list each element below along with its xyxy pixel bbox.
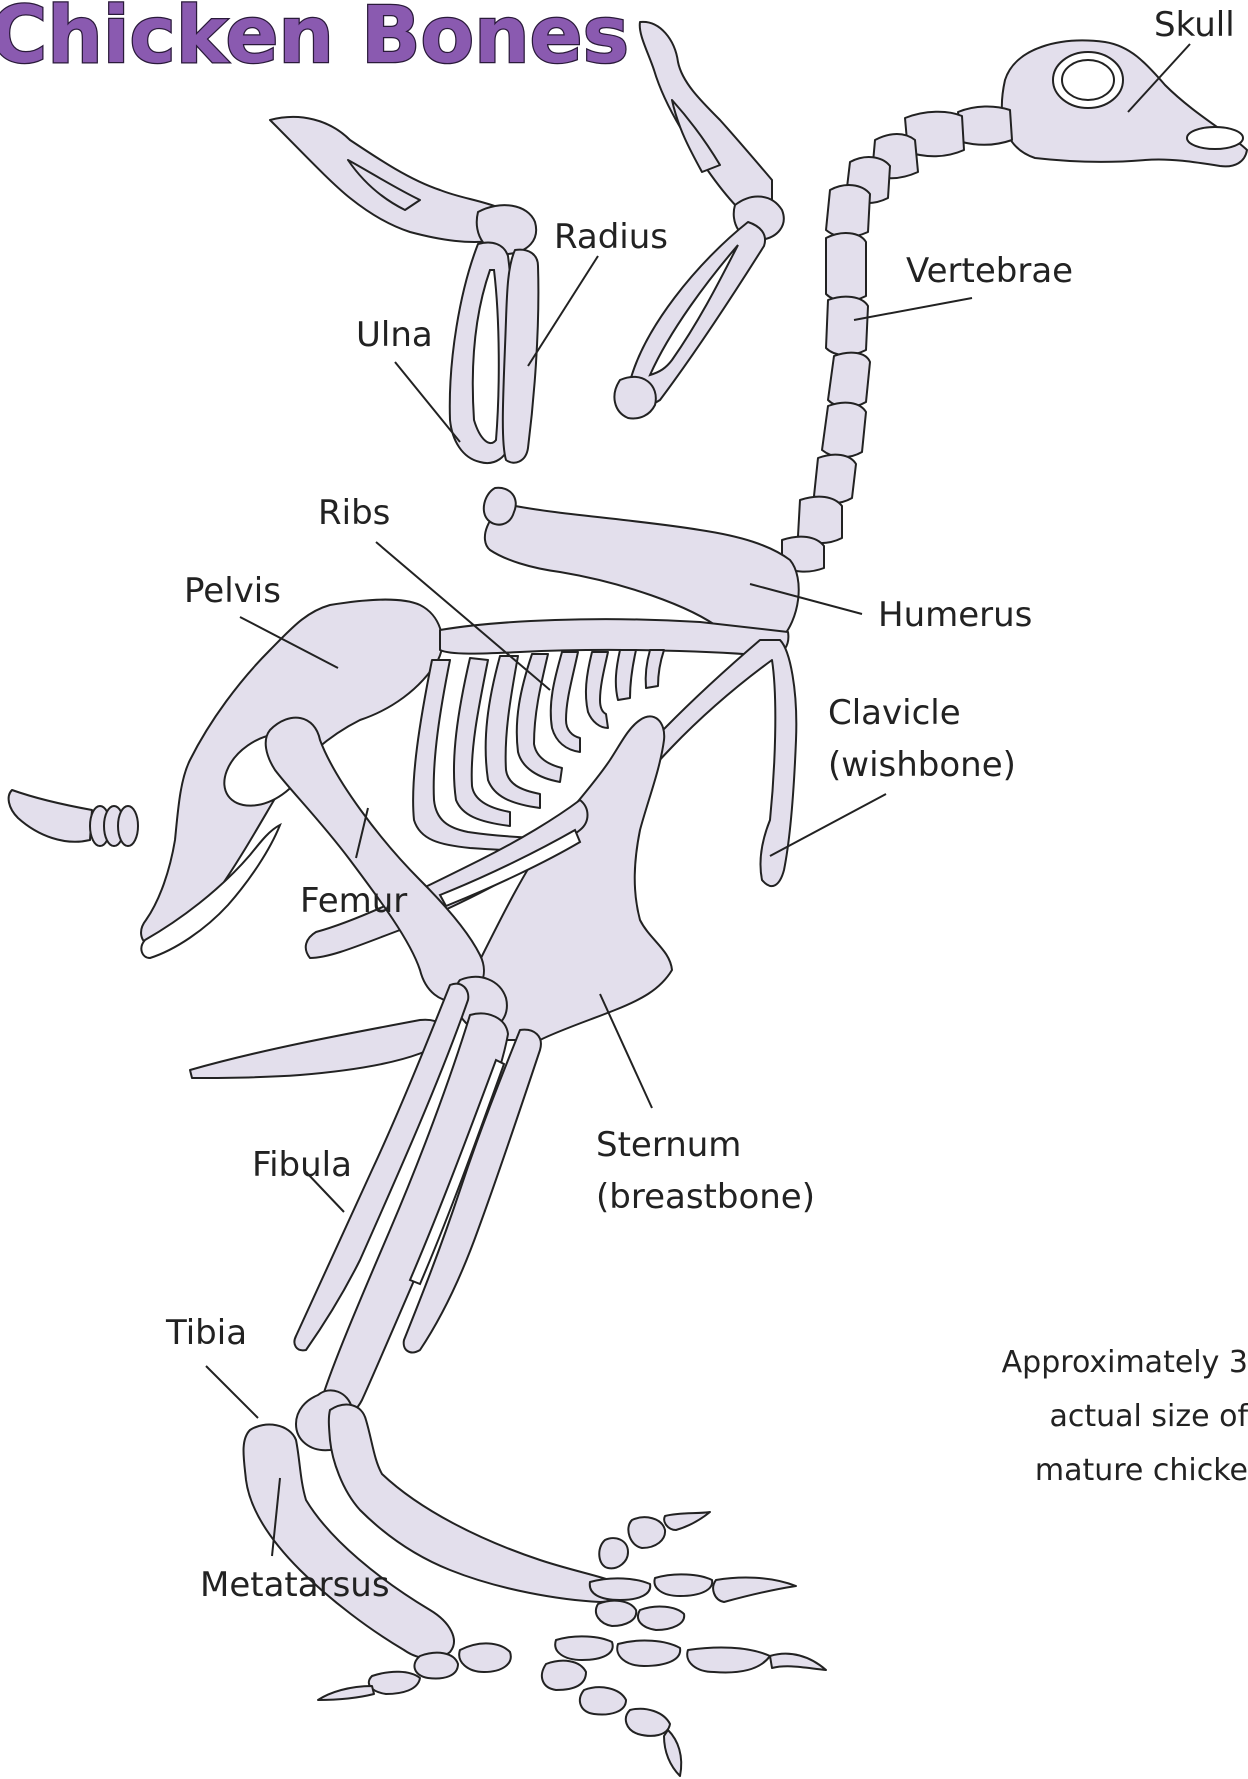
size-note-line2: actual size of: [1049, 1399, 1248, 1434]
label-vertebrae: Vertebrae: [906, 251, 1073, 291]
skull-bone: [1002, 41, 1247, 167]
label-fibula: Fibula: [252, 1145, 352, 1185]
size-note-line3: mature chicke: [1035, 1453, 1248, 1488]
pygostyle-bone: [190, 1020, 447, 1078]
left-wing: [270, 117, 538, 463]
label-ulna: Ulna: [356, 315, 433, 355]
label-radius: Radius: [554, 217, 668, 257]
label-metatarsus: Metatarsus: [200, 1565, 390, 1605]
size-note-line1: Approximately 3: [1002, 1345, 1248, 1380]
label-clavicle-line2: (wishbone): [828, 745, 1016, 785]
label-skull: Skull: [1154, 5, 1235, 45]
right-foot-toes: [590, 1512, 796, 1630]
size-note: Approximately 3 actual size of mature ch…: [1002, 1345, 1248, 1488]
label-sternum-line2: (breastbone): [596, 1177, 815, 1217]
label-sternum-line1: Sternum: [596, 1125, 741, 1165]
label-humerus: Humerus: [878, 595, 1032, 635]
label-pelvis: Pelvis: [184, 571, 281, 611]
label-clavicle-line1: Clavicle: [828, 693, 961, 733]
title: Chicken Bones: [0, 0, 629, 81]
tail-vertebrae: [9, 790, 138, 846]
label-ribs: Ribs: [318, 493, 390, 533]
label-tibia: Tibia: [165, 1313, 247, 1353]
label-femur: Femur: [300, 881, 407, 921]
neck-vertebrae: [782, 106, 1012, 571]
left-foot-toes: [318, 1636, 826, 1776]
